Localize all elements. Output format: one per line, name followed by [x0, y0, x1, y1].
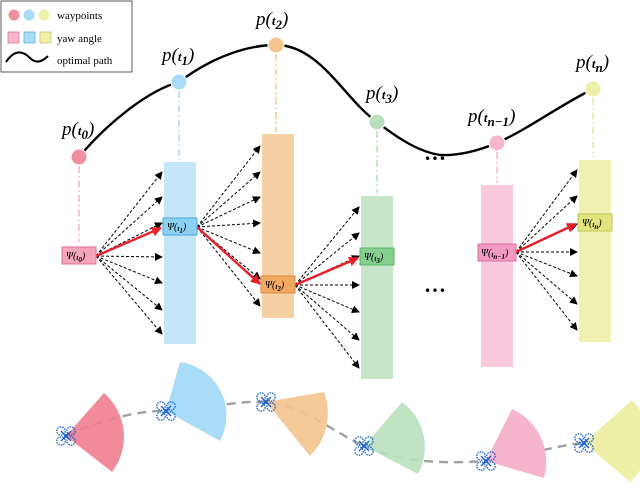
- candidate-arrow: [294, 206, 360, 286]
- candidate-arrow: [196, 196, 261, 228]
- ellipsis-top: …: [424, 140, 446, 165]
- waypoint-2-dot: [267, 36, 285, 54]
- candidate-arrow: [515, 195, 578, 253]
- waypoint-1-label: p(t1): [160, 45, 194, 68]
- waypoint-n-1-dot: [488, 134, 506, 152]
- candidate-arrow: [196, 171, 261, 228]
- legend-yaw-yellow-icon: [39, 31, 52, 44]
- candidate-arrow: [95, 171, 163, 257]
- legend-waypoint-blue-icon: [23, 9, 35, 21]
- candidate-arrow: [196, 219, 261, 228]
- legend-path-icon: [5, 51, 49, 63]
- candidate-arrow: [95, 196, 163, 257]
- optimal-yaw-arrow: [196, 226, 261, 285]
- candidate-arrow: [95, 252, 163, 261]
- yaw-node-1-box: [162, 217, 198, 236]
- waypoint-3-label: p(t3): [364, 83, 398, 106]
- yaw-column-n: [579, 160, 611, 342]
- waypoint-3-dot: [368, 113, 386, 131]
- yaw-node-0-box: [61, 246, 97, 265]
- candidate-arrow: [515, 251, 578, 331]
- waypoint-2-label: p(t2): [254, 9, 288, 32]
- candidate-arrow: [294, 284, 360, 341]
- yaw-column-3: [361, 196, 393, 379]
- waypoint-connectors: [78, 54, 594, 242]
- legend-yaw-pink-icon: [7, 31, 20, 44]
- legend-yaw-label: yaw angle: [57, 33, 102, 45]
- ellipsis-middle: …: [424, 272, 446, 297]
- optimal-yaw-arrow: [515, 222, 577, 254]
- yaw-node-2-box: [260, 275, 296, 294]
- yaw-node-n-label: Ψ(tn): [582, 218, 602, 231]
- candidate-arrow: [95, 255, 163, 311]
- waypoint-n-1-label: p(tn−1): [466, 106, 515, 129]
- yaw-node-n-1-box: [477, 243, 517, 262]
- yaw-node-2-label: Ψ(t2): [265, 280, 285, 293]
- fov-sector-0: [66, 393, 124, 472]
- candidate-arrow-hidden: [394, 210, 416, 256]
- candidate-arrow: [196, 226, 261, 307]
- optimal-yaw-arrow: [95, 226, 162, 258]
- waypoint-0-label: p(t0): [60, 119, 94, 142]
- candidate-arrow: [196, 226, 261, 255]
- yaw-column-n-1: [481, 185, 513, 367]
- fov-sector-n: [584, 400, 640, 482]
- legend-frame: [0, 0, 133, 73]
- fov-sector-n-1: [486, 409, 547, 478]
- yaw-node-3-label: Ψ(t3): [364, 252, 384, 265]
- yaw-column-1: [164, 162, 196, 344]
- legend-path-label: optimal path: [57, 55, 113, 67]
- candidate-arrow-hidden: [394, 236, 416, 256]
- candidate-arrow: [196, 145, 261, 228]
- candidate-arrow: [515, 251, 578, 278]
- candidate-arrow: [95, 255, 163, 285]
- waypoint-n-dot: [584, 80, 602, 98]
- candidate-arrow: [515, 169, 578, 253]
- legend-waypoint-yellow-icon: [38, 9, 50, 21]
- candidate-arrow: [196, 226, 261, 280]
- yaw-node-n-1-label: Ψ(tn−1): [481, 248, 509, 261]
- yaw-node-3-box: [359, 247, 395, 266]
- yaw-node-0-label: Ψ(t0): [66, 251, 86, 264]
- waypoint-1-dot: [170, 73, 188, 91]
- yaw-node-1-label: Ψ(t1): [167, 222, 187, 235]
- waypoint-0-dot: [70, 148, 88, 166]
- candidate-arrow: [294, 284, 360, 369]
- candidate-arrow: [95, 255, 163, 335]
- waypoint-n-label: p(tn): [574, 52, 609, 75]
- candidate-arrow-hidden: [394, 256, 416, 308]
- optimal-yaw-arrows: [95, 222, 577, 287]
- candidate-arrow-hidden: [394, 256, 416, 282]
- legend-waypoints-label: waypoints: [57, 10, 102, 22]
- legend-yaw-blue-icon: [23, 31, 36, 44]
- candidate-arrow: [294, 284, 360, 313]
- legend: waypoints yaw angle optimal path: [0, 0, 133, 73]
- yaw-node-n-box: [577, 213, 613, 232]
- fov-sector-2: [266, 392, 328, 456]
- fov-sector-1: [166, 362, 227, 441]
- candidate-arrow: [294, 232, 360, 286]
- fov-sector-3: [364, 402, 425, 474]
- optimal-yaw-arrow: [294, 256, 359, 287]
- candidate-arrow: [515, 251, 578, 305]
- legend-waypoint-pink-icon: [8, 9, 20, 21]
- optimal-path-curve: [78, 43, 594, 158]
